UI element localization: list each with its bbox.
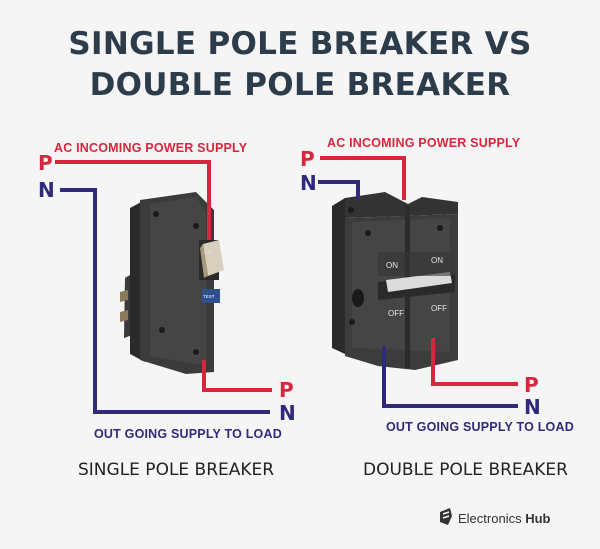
single-terminal-n-out: N [279, 401, 296, 425]
double-incoming-label: AC INCOMING POWER SUPPLY [327, 136, 521, 150]
double-pole-caption: DOUBLE POLE BREAKER [363, 460, 568, 480]
double-off-right-label: OFF [431, 304, 447, 313]
single-pole-breaker-body [120, 192, 224, 374]
double-off-left-label: OFF [388, 309, 404, 318]
double-on-right-label: ON [431, 256, 443, 265]
double-outgoing-label: OUT GOING SUPPLY TO LOAD [386, 420, 574, 434]
brand-suffix: Hub [525, 511, 551, 526]
double-neutral-in-wire [318, 180, 360, 200]
double-terminal-n-in: N [300, 171, 317, 195]
single-terminal-p-out: P [279, 378, 294, 402]
double-phase-out-wire [431, 338, 518, 386]
single-outgoing-label: OUT GOING SUPPLY TO LOAD [94, 427, 282, 441]
double-terminal-p-out: P [524, 373, 539, 397]
double-phase-in-wire [320, 156, 406, 200]
double-on-left-label: ON [386, 261, 398, 270]
title-line-1: SINGLE POLE BREAKER VS [68, 26, 532, 62]
double-terminal-p-in: P [300, 147, 315, 171]
electronics-hub-logo-icon [440, 508, 452, 525]
brand-wordmark: Electronics Hub [458, 511, 550, 526]
single-phase-out-wire [202, 360, 272, 392]
single-phase-in-wire [55, 160, 211, 240]
single-test-label: TEST [203, 294, 215, 299]
double-terminal-n-out: N [524, 395, 541, 419]
single-on-label: ON [204, 250, 212, 256]
brand-name: Electronics [458, 511, 522, 526]
double-neutral-out-wire [382, 346, 518, 408]
single-terminal-p-in: P [38, 151, 53, 175]
double-pole-breaker-body [332, 192, 458, 370]
single-pole-caption: SINGLE POLE BREAKER [78, 460, 275, 480]
single-terminal-n-in: N [38, 178, 55, 202]
single-neutral-wire [60, 188, 270, 414]
single-incoming-label: AC INCOMING POWER SUPPLY [54, 141, 248, 155]
title-line-2: DOUBLE POLE BREAKER [89, 67, 511, 103]
